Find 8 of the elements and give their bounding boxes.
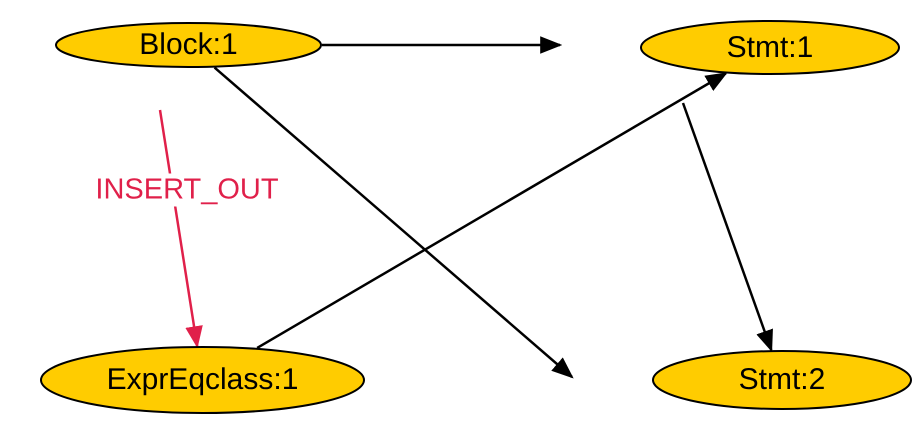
arrow bbox=[214, 66, 574, 378]
node-label: Block:1 bbox=[139, 28, 238, 62]
arrow bbox=[256, 72, 728, 350]
node-label: ExprEqclass:1 bbox=[106, 363, 298, 397]
node-label: Stmt:1 bbox=[726, 30, 814, 64]
arrow bbox=[322, 36, 562, 54]
arrow bbox=[682, 102, 773, 352]
node-label: Stmt:2 bbox=[738, 363, 826, 397]
